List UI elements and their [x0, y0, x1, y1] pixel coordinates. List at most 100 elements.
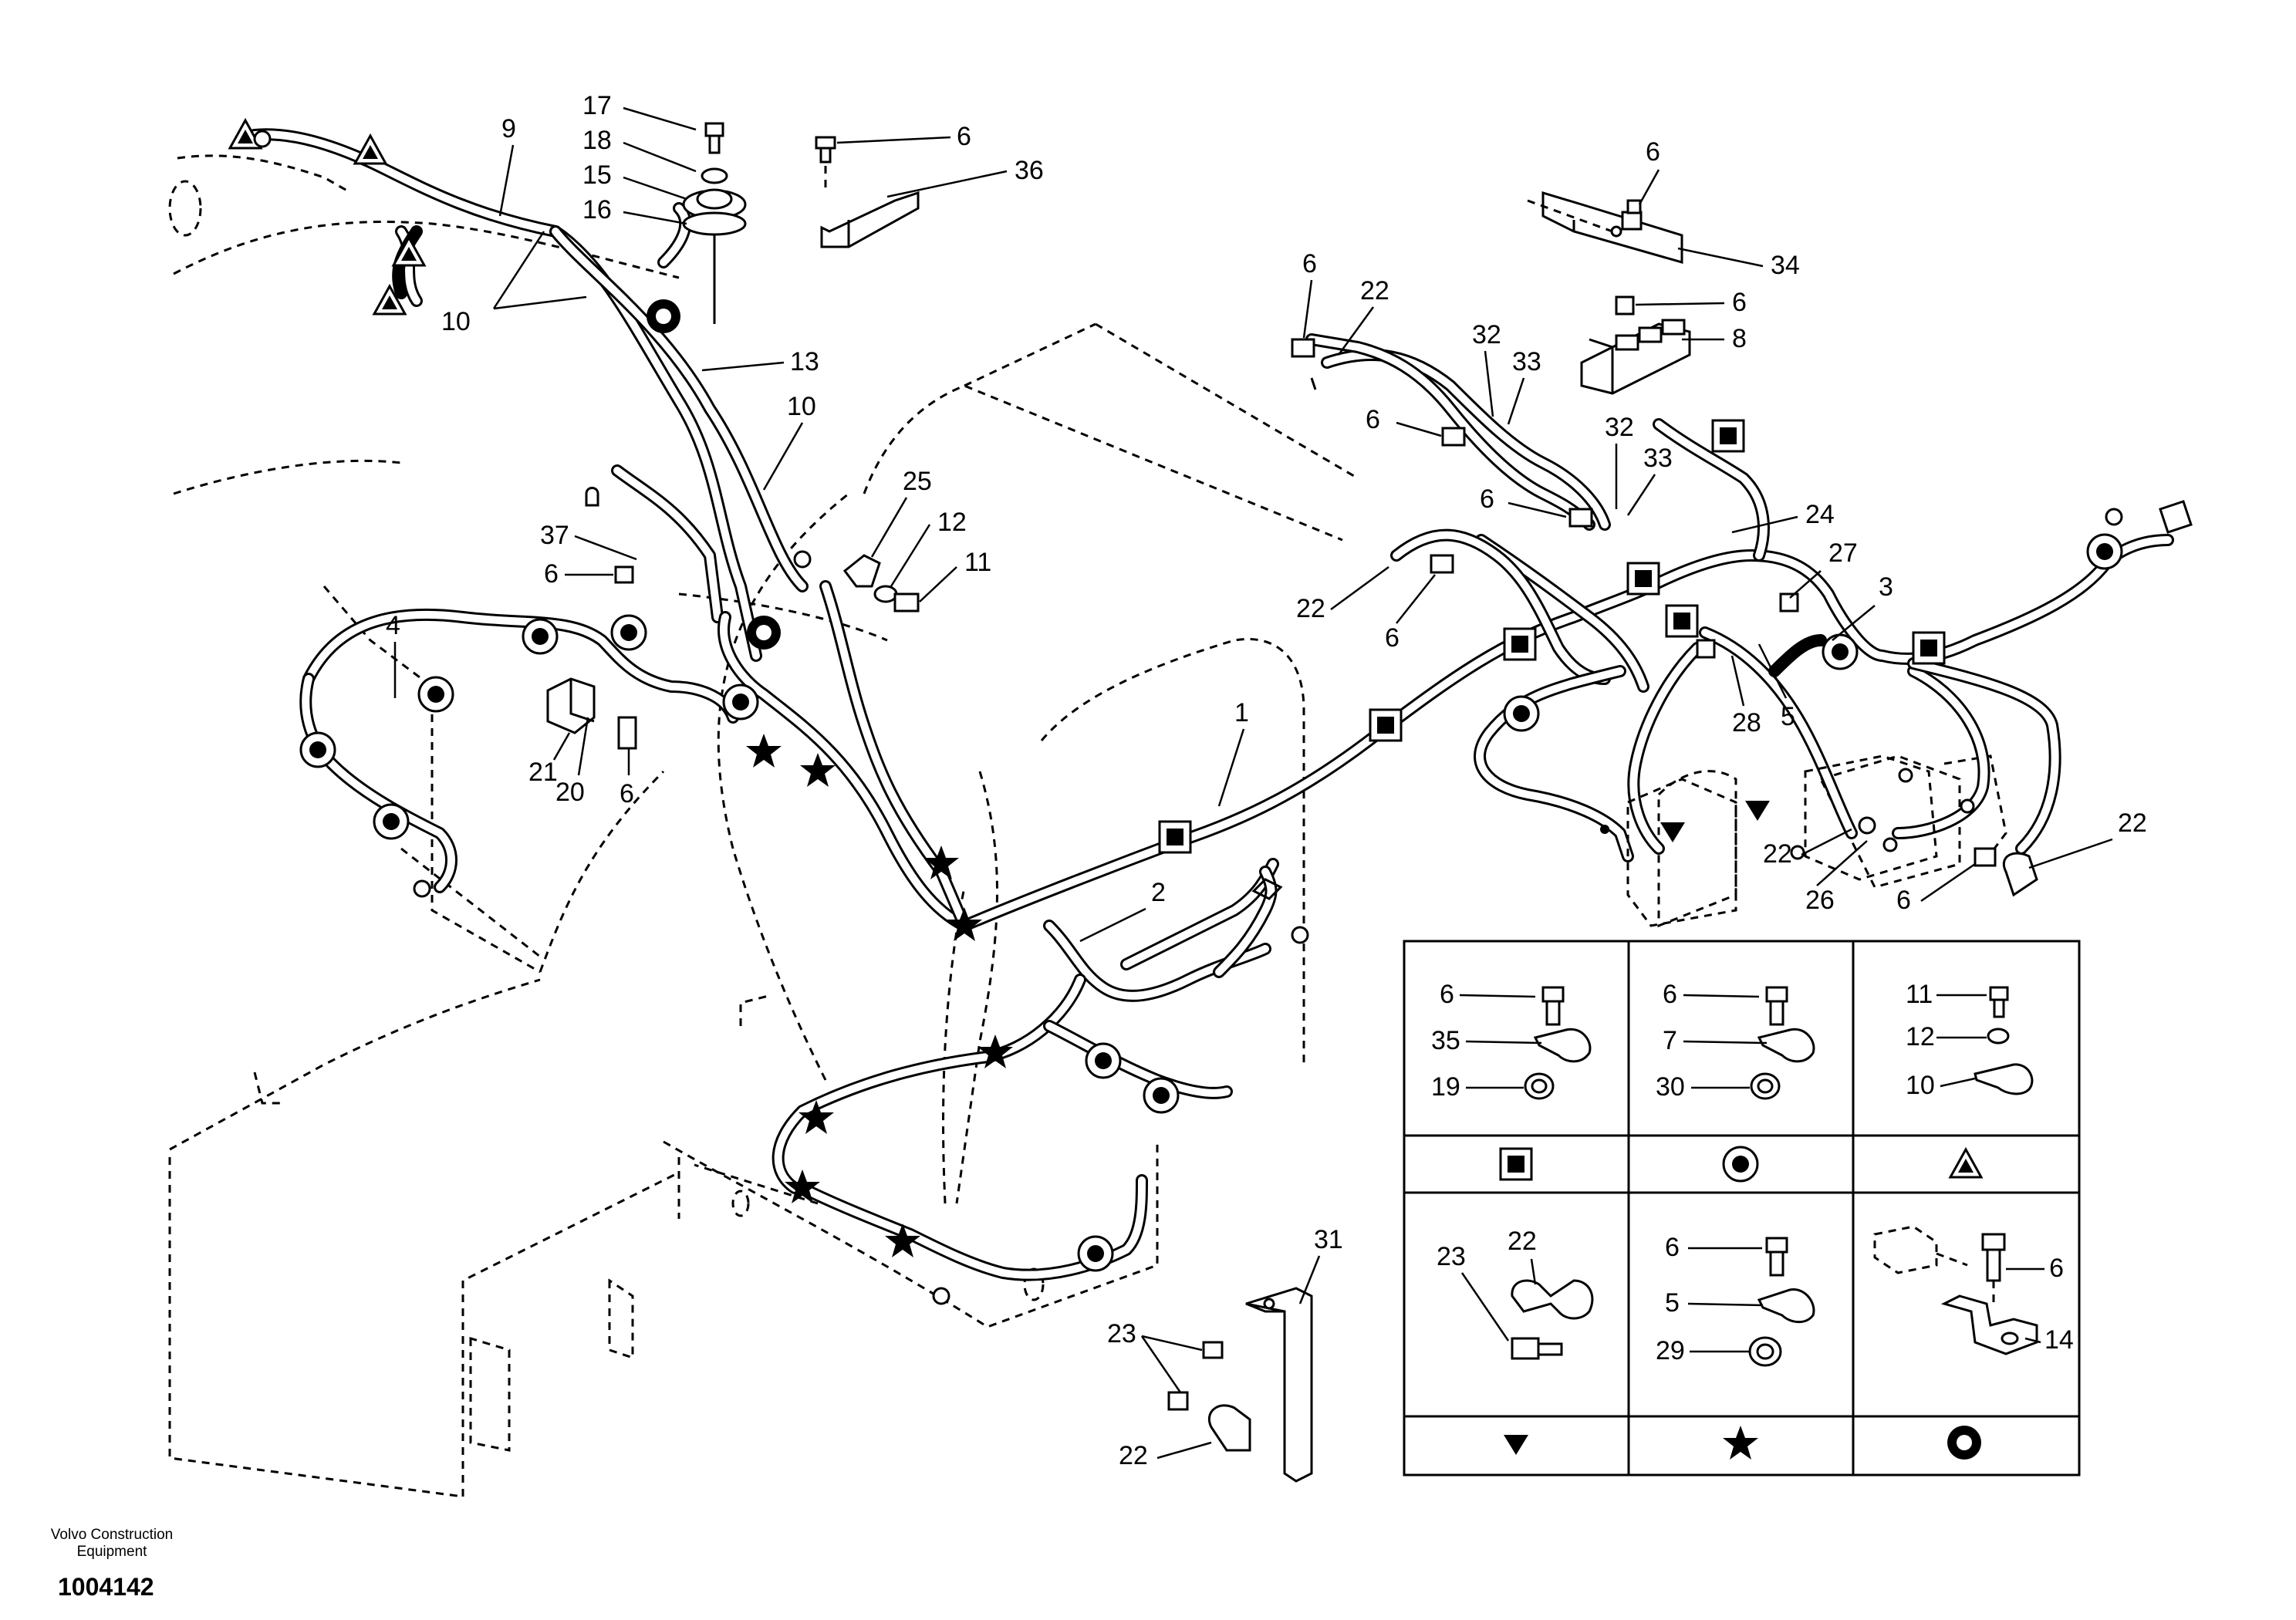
footer-block: Volvo Construction Equipment 1004142	[51, 1527, 173, 1601]
callout: 33	[1626, 444, 1673, 516]
svg-text:11: 11	[1906, 980, 1933, 1009]
legend-cell-down-triangle: 23 22	[1437, 1227, 1594, 1455]
square-symbol	[1499, 1147, 1533, 1181]
svg-text:22: 22	[2118, 808, 2147, 838]
svg-text:10: 10	[1906, 1071, 1935, 1100]
legend-cell-triangle: 11 12 10	[1906, 980, 2034, 1179]
callout: 36	[886, 156, 1044, 198]
callout: 6	[1302, 249, 1317, 339]
svg-text:18: 18	[582, 126, 612, 155]
callout: 28	[1730, 655, 1761, 737]
callout: 23	[1107, 1319, 1203, 1393]
svg-text:24: 24	[1805, 500, 1835, 529]
callout: 6	[1896, 862, 1976, 915]
svg-text:23: 23	[1437, 1242, 1466, 1271]
svg-text:27: 27	[1828, 538, 1858, 568]
svg-text:32: 32	[1472, 320, 1501, 349]
svg-text:32: 32	[1605, 413, 1634, 442]
company-name-line2: Equipment	[77, 1544, 148, 1560]
callout: 15	[582, 160, 687, 201]
svg-text:12: 12	[1906, 1022, 1935, 1051]
svg-text:6: 6	[1663, 980, 1677, 1009]
callout: 11	[919, 548, 991, 602]
svg-text:8: 8	[1732, 324, 1747, 353]
ring-symbol	[1947, 1426, 1981, 1460]
svg-text:22: 22	[1763, 839, 1792, 869]
legend-cell-star: 6 5 29	[1656, 1233, 1815, 1460]
callout: 10	[762, 392, 816, 491]
callout: 22	[1337, 276, 1389, 356]
callout: 18	[582, 126, 697, 173]
callout: 1	[1217, 698, 1249, 807]
callout: 12	[890, 508, 967, 587]
svg-text:33: 33	[1512, 347, 1541, 376]
fastener-legend-table: 6 35 19 6 7 30	[1403, 940, 2081, 1477]
callout: 6	[620, 748, 634, 808]
callout: 6	[1638, 137, 1660, 205]
callout: 6	[1480, 484, 1567, 518]
svg-text:6: 6	[957, 122, 971, 151]
callout: 27	[1789, 538, 1858, 599]
svg-text:10: 10	[787, 392, 816, 421]
svg-text:37: 37	[540, 521, 569, 550]
hardware-parts	[253, 122, 2193, 1483]
callout: 4	[386, 611, 400, 698]
svg-text:25: 25	[903, 467, 932, 496]
callout: 25	[870, 467, 932, 558]
svg-text:10: 10	[441, 307, 471, 336]
svg-text:6: 6	[1480, 484, 1494, 514]
callout-labels: 17 18 15 1 6 6 36 9 10 13 10 6 34 6 8 6 2…	[386, 91, 2147, 1470]
svg-text:26: 26	[1805, 886, 1835, 915]
svg-text:31: 31	[1314, 1225, 1343, 1254]
callout: 22	[2028, 808, 2147, 869]
svg-text:5: 5	[1781, 702, 1795, 731]
callout: 8	[1682, 324, 1747, 353]
callout: 22	[1763, 828, 1852, 869]
drawing-id: 1004142	[58, 1573, 154, 1601]
svg-text:1: 1	[1234, 698, 1249, 727]
svg-text:33: 33	[1643, 444, 1673, 473]
callout: 31	[1298, 1225, 1343, 1304]
svg-text:13: 13	[790, 347, 819, 376]
svg-text:23: 23	[1107, 1319, 1136, 1348]
callout: 20	[555, 717, 589, 807]
callout: 6	[836, 122, 971, 151]
svg-text:14: 14	[2044, 1325, 2074, 1355]
callout: 21	[528, 732, 571, 787]
callout: 26	[1805, 840, 1868, 915]
legend-cell-ring: 6 14	[1873, 1225, 2074, 1460]
svg-text:28: 28	[1732, 708, 1761, 737]
callout: 32	[1472, 320, 1501, 417]
callout: 22	[1119, 1441, 1212, 1470]
svg-text:6: 6	[1732, 288, 1747, 317]
svg-text:2: 2	[1151, 878, 1166, 907]
wire-harness-main	[248, 128, 2174, 1281]
svg-text:22: 22	[1360, 276, 1389, 305]
callout: 37	[540, 521, 637, 561]
svg-text:29: 29	[1656, 1336, 1685, 1365]
svg-text:12: 12	[937, 508, 967, 537]
svg-text:19: 19	[1431, 1072, 1460, 1102]
company-name: Volvo Construction	[51, 1527, 173, 1543]
svg-text:21: 21	[528, 758, 558, 787]
callout: 22	[1296, 565, 1389, 623]
callout: 6	[1366, 405, 1442, 437]
svg-text:34: 34	[1771, 251, 1800, 280]
svg-text:22: 22	[1119, 1441, 1148, 1470]
legend-cell-circle: 6 7 30	[1656, 980, 1815, 1183]
svg-text:30: 30	[1656, 1072, 1685, 1102]
circle-dot-symbol	[1722, 1146, 1759, 1183]
svg-text:22: 22	[1296, 594, 1325, 623]
svg-text:6: 6	[620, 779, 634, 808]
callout: 17	[582, 91, 697, 131]
svg-text:6: 6	[1385, 623, 1400, 653]
callout: 6	[544, 559, 613, 589]
callout: 6	[1385, 574, 1436, 653]
callout: 24	[1731, 500, 1835, 534]
svg-text:35: 35	[1431, 1026, 1460, 1055]
callout: 5	[1757, 643, 1795, 731]
callout: 2	[1079, 878, 1166, 943]
callout: 9	[498, 114, 516, 217]
svg-text:20: 20	[555, 778, 585, 807]
